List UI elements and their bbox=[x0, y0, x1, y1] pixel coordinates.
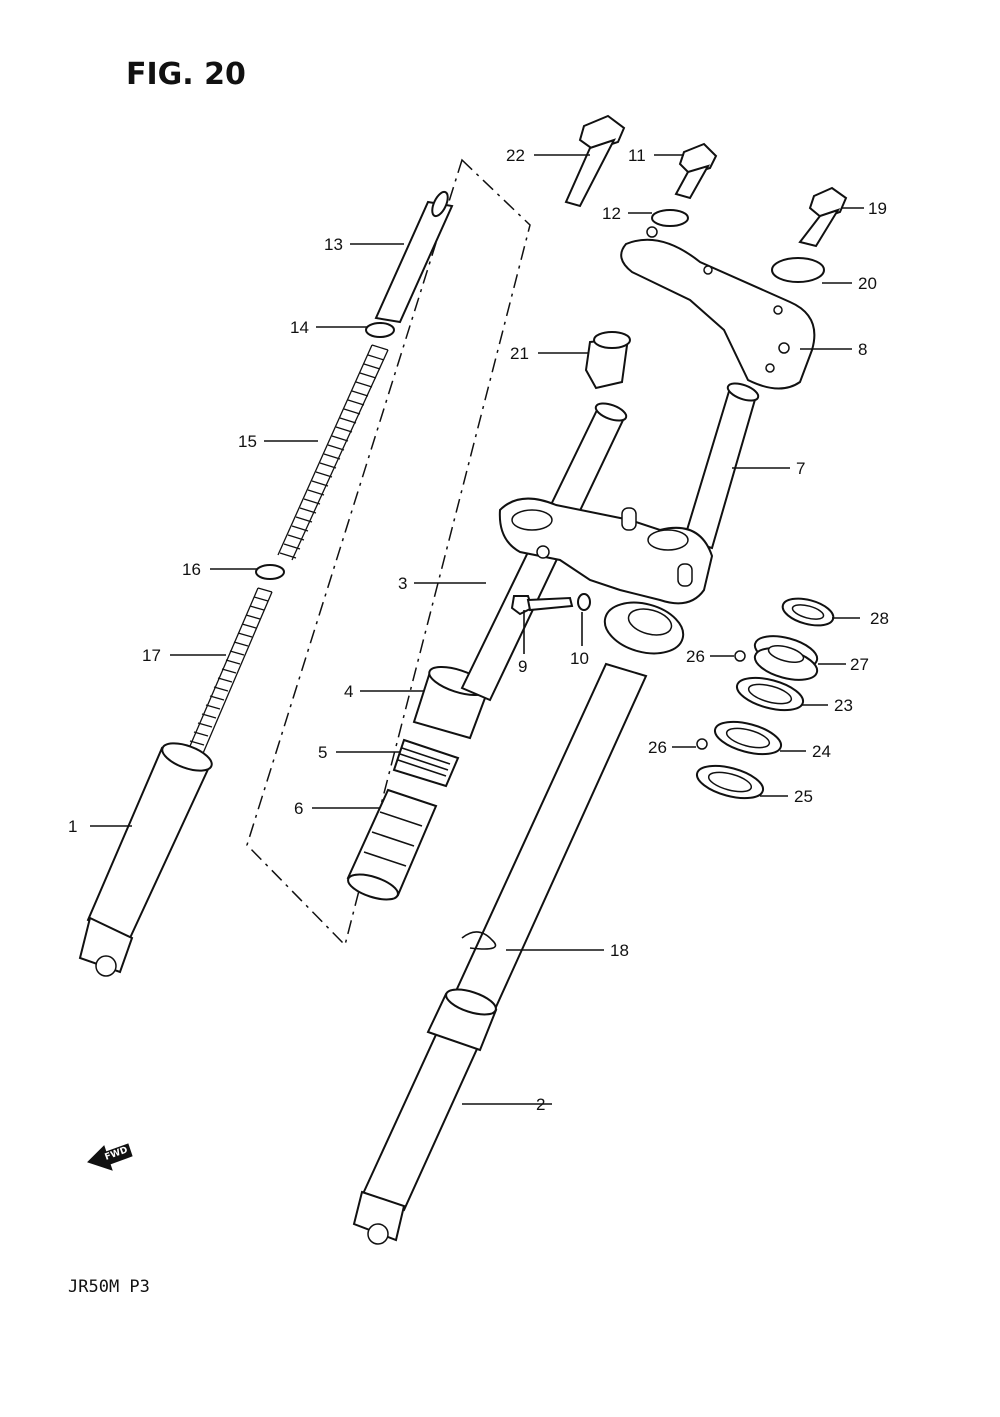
part-28-lock-washer bbox=[781, 597, 835, 627]
callout-12: 12 bbox=[602, 204, 621, 223]
part-22-bolt bbox=[564, 114, 626, 208]
callout-16: 16 bbox=[182, 560, 201, 579]
callout-5: 5 bbox=[318, 743, 327, 762]
part-12-washer bbox=[651, 209, 689, 227]
callout-21: 21 bbox=[510, 344, 529, 363]
lower-clamp-ring bbox=[603, 601, 685, 655]
fwd-arrow-icon: FWD bbox=[87, 1143, 133, 1171]
lower-bracket-steering-stem bbox=[498, 497, 714, 605]
callout-2: 2 bbox=[536, 1095, 545, 1114]
callout-14: 14 bbox=[290, 318, 309, 337]
callout-28: 28 bbox=[870, 609, 889, 628]
callout-8: 8 bbox=[858, 340, 867, 359]
part-18-clip bbox=[461, 931, 497, 950]
exploded-view-boundary bbox=[246, 158, 531, 947]
part-9-bolt bbox=[510, 595, 574, 616]
callout-26-upper: 26 bbox=[686, 647, 705, 666]
part-2-outer-tube bbox=[352, 662, 648, 1245]
callout-11: 11 bbox=[628, 146, 646, 165]
part-15-spring bbox=[277, 344, 389, 561]
callout-22: 22 bbox=[506, 146, 525, 165]
model-code: JR50M P3 bbox=[68, 1277, 150, 1297]
part-8-upper-bracket bbox=[620, 226, 816, 390]
part-7-inner-tube-right bbox=[682, 382, 760, 550]
leader-lines bbox=[90, 154, 864, 1105]
callout-17: 17 bbox=[142, 646, 161, 665]
callout-6: 6 bbox=[294, 799, 303, 818]
figure-title: FIG. 20 bbox=[126, 57, 246, 92]
callout-23: 23 bbox=[834, 696, 853, 715]
callout-20: 20 bbox=[858, 274, 877, 293]
callout-9: 9 bbox=[518, 657, 527, 676]
part-10-washer bbox=[577, 593, 591, 611]
callout-18: 18 bbox=[610, 941, 629, 960]
callout-19: 19 bbox=[868, 199, 887, 218]
callout-10: 10 bbox=[570, 649, 589, 668]
callout-13: 13 bbox=[324, 235, 343, 254]
part-27-steering-nut bbox=[753, 635, 819, 681]
callout-25: 25 bbox=[794, 787, 813, 806]
callout-1: 1 bbox=[68, 817, 77, 836]
part-25-bottom-cone bbox=[695, 764, 765, 800]
part-21-cap-nut bbox=[584, 331, 631, 390]
callout-4: 4 bbox=[344, 682, 353, 701]
callout-3: 3 bbox=[398, 574, 407, 593]
callout-7: 7 bbox=[796, 459, 805, 478]
part-26-ball-upper bbox=[734, 650, 746, 662]
part-6-piston-rod bbox=[346, 788, 438, 901]
part-17-spring bbox=[183, 587, 273, 766]
part-23-upper-race bbox=[735, 676, 805, 712]
part-19-bolt bbox=[798, 186, 848, 248]
callout-26-lower: 26 bbox=[648, 738, 667, 757]
part-11-bolt bbox=[674, 142, 718, 200]
part-26-ball-lower bbox=[696, 738, 708, 750]
part-14-washer bbox=[365, 322, 395, 338]
callout-27: 27 bbox=[850, 655, 869, 674]
part-16-washer bbox=[255, 564, 285, 580]
part-5-guide-bushing bbox=[392, 738, 460, 788]
part-20-washer bbox=[771, 257, 825, 283]
callout-15: 15 bbox=[238, 432, 257, 451]
callout-24: 24 bbox=[812, 742, 831, 761]
part-13-spacer-tube bbox=[374, 190, 454, 324]
part-1-damper-cylinder bbox=[78, 742, 213, 977]
part-24-lower-race bbox=[713, 720, 783, 756]
